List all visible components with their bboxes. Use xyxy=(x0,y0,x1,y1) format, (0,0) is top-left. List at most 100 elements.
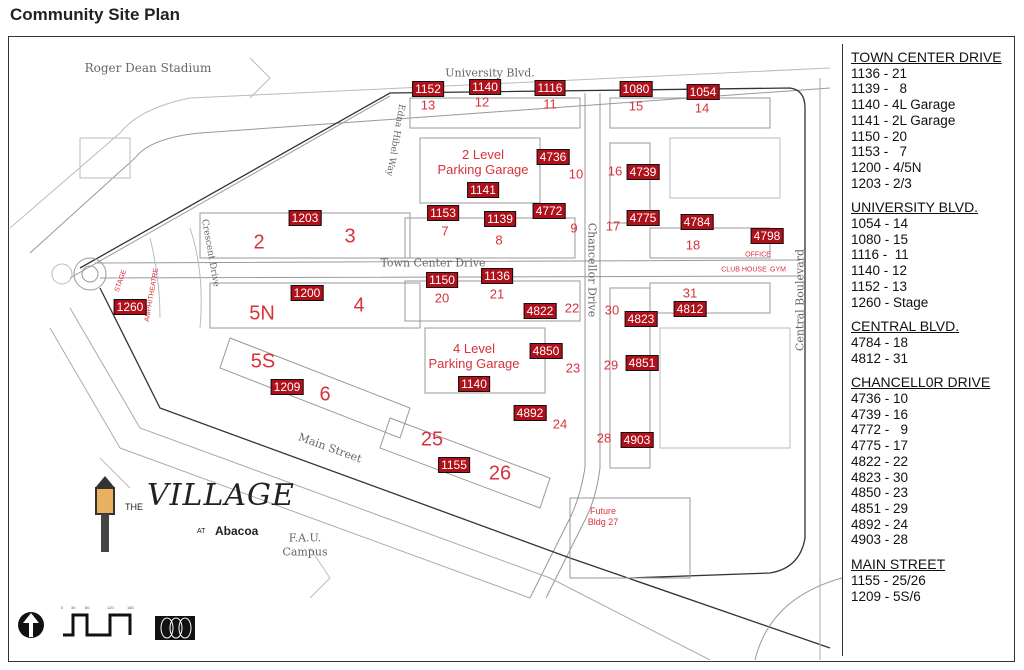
legend-item: 4739 - 16 xyxy=(851,406,909,422)
scale-tick: 120 xyxy=(107,605,114,610)
garage-2-line1: 2 Level xyxy=(462,147,504,162)
building-number: 22 xyxy=(564,300,580,316)
address-tag[interactable]: 4851 xyxy=(625,355,659,371)
logo-village: VILLAGE xyxy=(147,478,295,513)
address-tag[interactable]: 1136 xyxy=(481,268,513,284)
address-legend: TOWN CENTER DRIVE 1136 - 21 1139 - 8 114… xyxy=(842,44,1014,656)
address-tag[interactable]: 1155 xyxy=(438,457,470,473)
legend-item: 4784 - 18 xyxy=(851,334,909,350)
address-tag[interactable]: 4775 xyxy=(626,210,660,226)
garage-4-line1: 4 Level xyxy=(453,341,495,356)
address-tag[interactable]: 4822 xyxy=(523,303,557,319)
label-fau: F.A.U. xyxy=(288,531,322,545)
building-number: 15 xyxy=(628,98,644,114)
legend-item: 1200 - 4/5N xyxy=(851,159,922,175)
building-number: 30 xyxy=(604,302,620,318)
address-tag[interactable]: 1203 xyxy=(288,210,322,226)
scale-tick: 60 xyxy=(85,605,90,610)
legend-item: 1153 - 7 xyxy=(851,144,908,160)
address-tag[interactable]: 4812 xyxy=(673,301,707,317)
address-tag[interactable]: 1116 xyxy=(534,80,566,96)
legend-item: 1150 - 20 xyxy=(851,128,908,144)
building-number: 5N xyxy=(249,302,275,325)
address-tag[interactable]: 1080 xyxy=(619,81,653,97)
label-town-center-drive: Town Center Drive xyxy=(380,256,486,270)
address-tag[interactable]: 1140 xyxy=(458,376,490,392)
building-number: 10 xyxy=(568,166,584,182)
building-number: 17 xyxy=(605,218,621,234)
legend-item: 1136 - 21 xyxy=(851,65,908,81)
building-number: 29 xyxy=(603,357,619,373)
legend-item: 1140 - 12 xyxy=(851,263,908,279)
legend-item: 1260 - Stage xyxy=(851,294,929,310)
label-university-blvd: University Blvd. xyxy=(445,66,535,80)
legend-item: 4823 - 30 xyxy=(851,469,909,485)
address-tag[interactable]: 1139 xyxy=(484,211,516,227)
building-number: 11 xyxy=(543,96,557,112)
legend-item: 4850 - 23 xyxy=(851,485,909,501)
address-tag[interactable]: 4798 xyxy=(750,228,784,244)
address-tag[interactable]: 1200 xyxy=(290,285,324,301)
label-chancellor-drive: Chancellor Drive xyxy=(585,222,599,318)
map-drawing xyxy=(10,57,842,660)
building-number: 16 xyxy=(607,163,623,179)
building-number: 25 xyxy=(420,428,444,451)
building-number: 4 xyxy=(353,294,365,317)
scale-tick: 0 xyxy=(61,605,64,610)
logo-at: AT xyxy=(197,528,206,535)
legend-item: 4851 - 29 xyxy=(851,500,909,516)
legend-section-main-street: MAIN STREET 1155 - 25/26 1209 - 5S/6 xyxy=(851,556,1014,604)
address-tag[interactable]: 1209 xyxy=(270,379,304,395)
scale-bar: 0 30 60 120 180 xyxy=(18,605,195,640)
address-tag[interactable]: 1260 xyxy=(113,299,147,315)
building-number: 18 xyxy=(685,237,701,253)
village-logo: THE VILLAGE AT Abacoa xyxy=(85,468,294,568)
building-number: 23 xyxy=(565,360,581,376)
address-tag[interactable]: 1054 xyxy=(686,84,720,100)
garage-4-line2: Parking Garage xyxy=(428,356,520,371)
legend-item: 1116 - 11 xyxy=(851,247,909,263)
garage-2-line2: Parking Garage xyxy=(437,162,529,177)
building-number: 3 xyxy=(344,225,356,248)
address-tag[interactable]: 4739 xyxy=(626,164,660,180)
legend-item: 1140 - 4L Garage xyxy=(851,97,956,113)
building-number: 26 xyxy=(488,462,512,485)
label-roger-dean-stadium: Roger Dean Stadium xyxy=(84,61,212,75)
building-number: 24 xyxy=(552,416,568,432)
legend-item: 4892 - 24 xyxy=(851,516,909,532)
lamp-post-icon xyxy=(95,476,115,552)
legend-heading: TOWN CENTER DRIVE xyxy=(851,49,1002,65)
address-tag[interactable]: 4850 xyxy=(529,343,563,359)
address-tag[interactable]: 4892 xyxy=(513,405,547,421)
legend-heading: UNIVERSITY BLVD. xyxy=(851,199,979,216)
legend-item: 1141 - 2L Garage xyxy=(851,112,956,128)
legend-heading: CENTRAL BLVD. xyxy=(851,318,960,335)
address-tag[interactable]: 4736 xyxy=(536,149,570,165)
address-tag[interactable]: 1140 xyxy=(469,79,501,95)
legend-item: 1080 - 15 xyxy=(851,231,909,247)
address-tag[interactable]: 1153 xyxy=(427,205,459,221)
building-number: 20 xyxy=(434,290,450,306)
legend-item: 4812 - 31 xyxy=(851,350,909,366)
address-tag[interactable]: 1150 xyxy=(426,272,458,288)
address-tag[interactable]: 4823 xyxy=(624,311,658,327)
building-number: 21 xyxy=(489,286,505,302)
logo-abacoa: Abacoa xyxy=(215,524,259,538)
building-number: 7 xyxy=(441,223,449,239)
legend-item: 1054 - 14 xyxy=(851,216,909,232)
address-tag[interactable]: 4903 xyxy=(620,432,654,448)
label-campus: Campus xyxy=(282,545,328,559)
gym-label: GYM xyxy=(770,266,786,274)
address-tag[interactable]: 1141 xyxy=(467,182,499,198)
building-number: 14 xyxy=(694,100,710,116)
address-tag[interactable]: 4784 xyxy=(680,214,714,230)
office-label: OFFICE xyxy=(745,251,771,259)
building-number: 9 xyxy=(570,220,578,236)
address-tag[interactable]: 4772 xyxy=(532,203,566,219)
address-tag[interactable]: 1152 xyxy=(412,81,444,97)
future-line2: Bldg 27 xyxy=(587,517,619,527)
legend-section-chancellor: CHANCELL0R DRIVE 4736 - 10 4739 - 16 477… xyxy=(851,375,1014,548)
legend-item: 1203 - 2/3 xyxy=(851,175,912,191)
